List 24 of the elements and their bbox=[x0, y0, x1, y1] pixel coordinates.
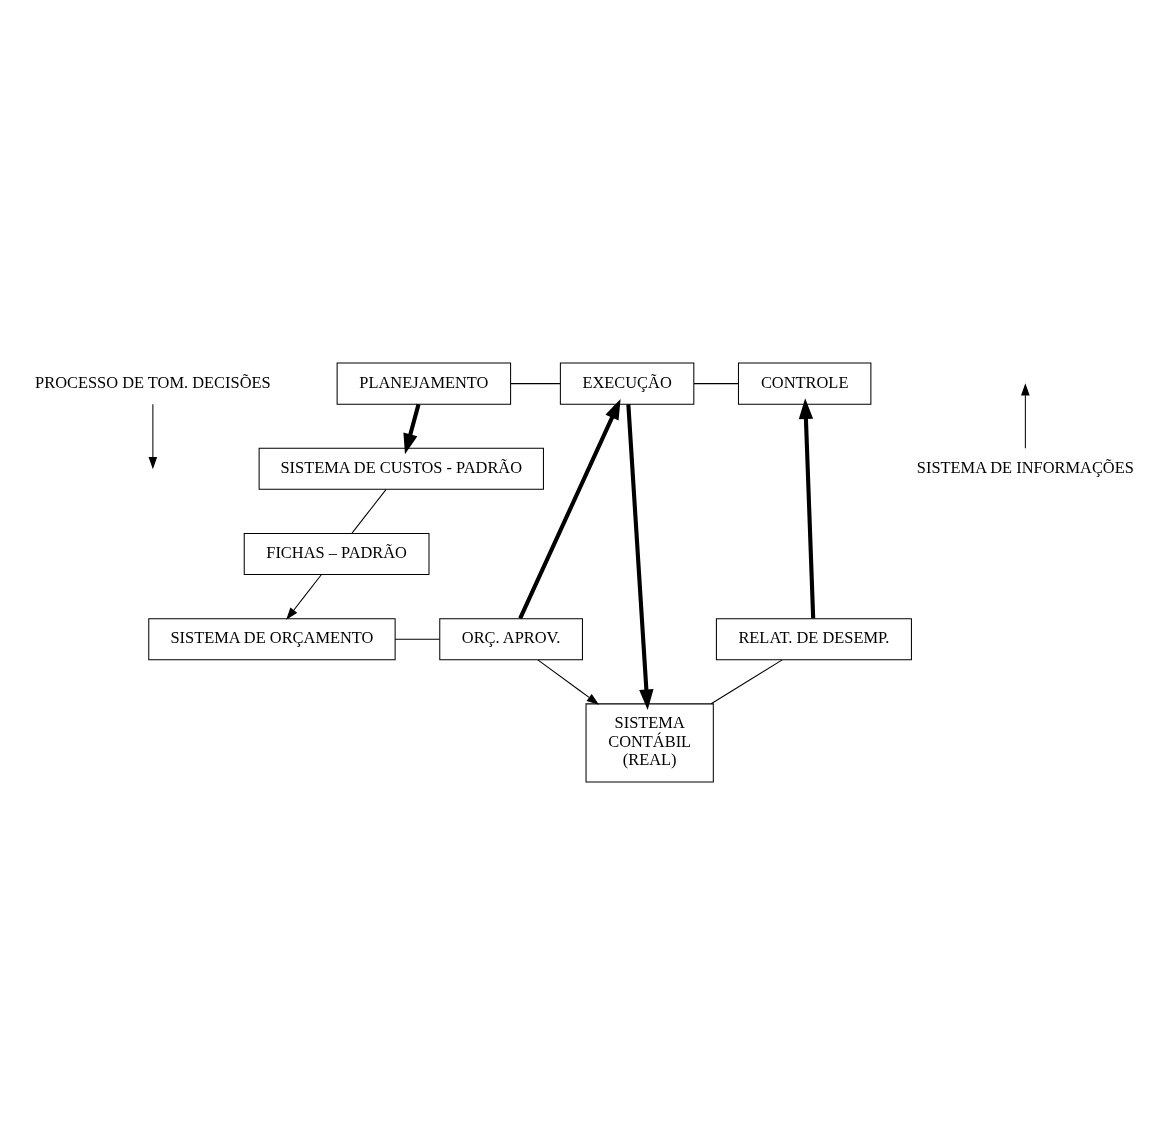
arrow bbox=[148, 403, 158, 470]
connector bbox=[351, 489, 387, 534]
arrow bbox=[537, 659, 600, 705]
arrow bbox=[286, 574, 322, 620]
node-box: SISTEMA DE ORÇAMENTO bbox=[148, 618, 396, 661]
arrow bbox=[403, 403, 421, 455]
node-text: PROCESSO DE TOM. DECISÕES bbox=[35, 372, 271, 392]
arrow bbox=[798, 398, 816, 619]
node-box: CONTROLE bbox=[737, 362, 872, 405]
node-box: SISTEMA DE CUSTOS - PADRÃO bbox=[258, 447, 544, 490]
connector bbox=[510, 383, 561, 385]
node-text: SISTEMA DE INFORMAÇÕES bbox=[916, 457, 1134, 477]
connector bbox=[710, 659, 783, 705]
node-box: EXECUÇÃO bbox=[559, 362, 695, 405]
arrow bbox=[626, 404, 654, 710]
node-box: RELAT. DE DESEMP. bbox=[715, 618, 912, 661]
node-box: FICHAS – PADRÃO bbox=[243, 533, 430, 576]
arrow bbox=[1021, 383, 1030, 449]
node-box: PLANEJAMENTO bbox=[336, 362, 512, 405]
connector bbox=[394, 638, 441, 640]
arrow bbox=[518, 398, 621, 620]
node-box: ORÇ. APROV. bbox=[439, 618, 583, 661]
connector bbox=[693, 383, 739, 385]
node-box: SISTEMA CONTÁBIL (REAL) bbox=[585, 703, 714, 783]
